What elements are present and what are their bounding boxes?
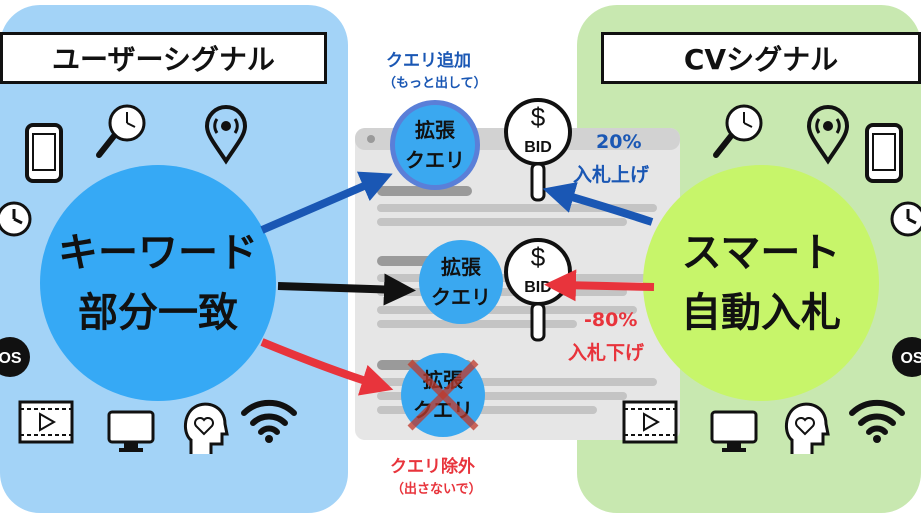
expanded-query-neutral: 拡張 クエリ	[419, 240, 503, 324]
magnifier-clock-icon	[96, 104, 146, 158]
bid-up-label: 入札上げ	[573, 164, 650, 186]
arrow-smart-to-bid-up	[542, 182, 654, 226]
clock-icon	[0, 201, 32, 237]
video-player-icon	[18, 400, 74, 444]
arrow-keyword-to-add	[260, 171, 393, 234]
wifi-icon	[241, 399, 297, 443]
video-player-icon-right	[622, 400, 678, 444]
query-add-sub: （もっと出して）	[383, 76, 487, 91]
smartphone-icon	[25, 123, 63, 183]
bid-down-label: 入札下げ	[568, 342, 645, 364]
smart-line1: スマート	[681, 230, 841, 276]
arrow-smart-to-bid-down	[544, 269, 655, 302]
keyword-line1: キーワード	[58, 230, 258, 276]
monitor-icon	[107, 410, 155, 452]
keyword-partial-match-circle: キーワード 部分一致	[40, 165, 276, 401]
clock-icon-right	[890, 201, 921, 237]
os-icon-right-label: OS	[900, 350, 921, 367]
magnifier-clock-icon-right	[713, 104, 763, 158]
head-heart-icon	[184, 402, 229, 454]
os-icon-label: OS	[0, 350, 22, 367]
arrow-keyword-to-neutral	[277, 273, 416, 306]
user-signal-title: ユーザーシグナル	[0, 32, 327, 84]
query-exclude-sub: （出さないで）	[391, 482, 482, 497]
q1-line2: クエリ	[405, 148, 465, 172]
os-icon-right: OS	[892, 337, 921, 377]
location-pin-icon-right	[806, 105, 850, 165]
bid-down-dollar: $	[531, 242, 546, 272]
q2-line1: 拡張	[441, 255, 481, 279]
q2-line2: クエリ	[431, 285, 491, 309]
bid-tag-up: $ BID	[504, 98, 572, 202]
smartphone-icon-right	[865, 123, 903, 183]
head-heart-icon-right	[785, 402, 830, 454]
bid-up-dollar: $	[531, 102, 546, 132]
os-icon: OS	[0, 337, 30, 377]
bid-down-percent: -80%	[584, 309, 638, 331]
keyword-line2: 部分一致	[78, 290, 238, 336]
arrow-keyword-to-exclude	[260, 338, 394, 396]
smart-bidding-circle: スマート 自動入札	[643, 165, 879, 401]
monitor-icon-right	[710, 410, 758, 452]
expanded-query-added: 拡張 クエリ	[390, 100, 480, 190]
location-pin-icon	[204, 105, 248, 165]
wifi-icon-right	[849, 399, 905, 443]
bid-up-text: BID	[524, 139, 552, 156]
bid-up-percent: 20%	[596, 131, 642, 153]
smart-line2: 自動入札	[681, 290, 841, 336]
query-add-title: クエリ追加	[386, 51, 471, 71]
cv-signal-title: CVシグナル	[601, 32, 921, 84]
q1-line1: 拡張	[415, 118, 455, 142]
query-exclude-title: クエリ除外	[390, 457, 475, 477]
exclude-x-mark	[407, 359, 479, 431]
